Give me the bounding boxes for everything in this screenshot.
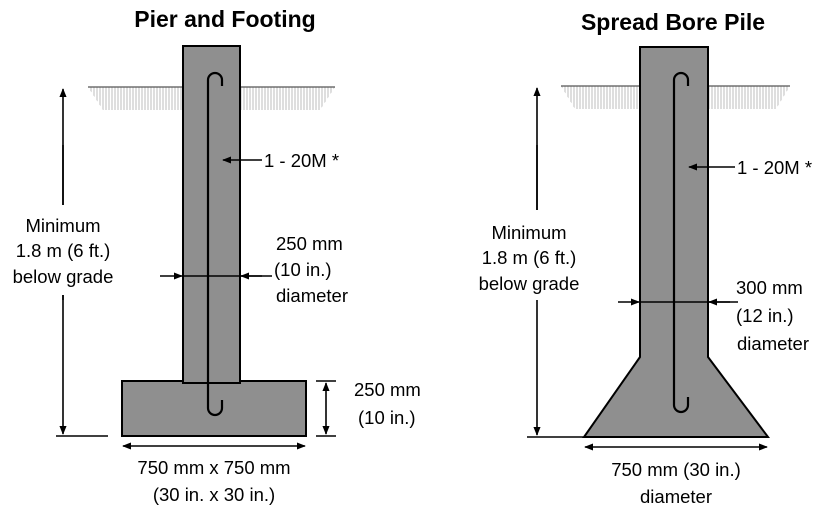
title-spread-bore-pile: Spread Bore Pile	[581, 9, 765, 35]
depth-label-bg	[455, 210, 615, 300]
depth-label-1: Minimum	[25, 215, 100, 236]
footing-size-label-1: 750 mm x 750 mm	[137, 457, 290, 478]
pile-diameter-label-3: diameter	[737, 333, 809, 354]
pier-diameter-label-1: 250 mm	[276, 233, 343, 254]
pier-and-footing: Pier and Footing 1 - 20M * Minimum 1.8 m…	[0, 6, 421, 505]
pier	[182, 45, 241, 384]
depth-label-2: 1.8 m (6 ft.)	[482, 247, 577, 268]
spread-bore-pile: Spread Bore Pile 1 - 20M * Minimum 1.8 m…	[455, 9, 812, 507]
rebar-label: 1 - 20M *	[264, 150, 339, 171]
rebar-label: 1 - 20M *	[737, 157, 812, 178]
depth-label-bg	[0, 205, 150, 295]
title-pier-and-footing: Pier and Footing	[134, 6, 315, 32]
base-diameter-label-2: diameter	[640, 486, 712, 507]
pier-diameter-label-3: diameter	[276, 285, 348, 306]
depth-label-1: Minimum	[491, 222, 566, 243]
base-diameter-label-1: 750 mm (30 in.)	[611, 459, 741, 480]
pile	[582, 46, 770, 438]
depth-label-3: below grade	[13, 266, 114, 287]
footing-thickness-label-2: (10 in.)	[358, 407, 416, 428]
depth-label-3: below grade	[479, 273, 580, 294]
rebar	[206, 71, 224, 417]
footing-thickness-label-1: 250 mm	[354, 379, 421, 400]
footing	[121, 380, 307, 437]
pier-diameter-label-2: (10 in.)	[274, 259, 332, 280]
rebar	[672, 71, 690, 414]
pile-diameter-label-1: 300 mm	[736, 277, 803, 298]
pile-diameter-label-2: (12 in.)	[736, 305, 794, 326]
footing-size-label-2: (30 in. x 30 in.)	[153, 484, 275, 505]
depth-label-2: 1.8 m (6 ft.)	[16, 240, 111, 261]
